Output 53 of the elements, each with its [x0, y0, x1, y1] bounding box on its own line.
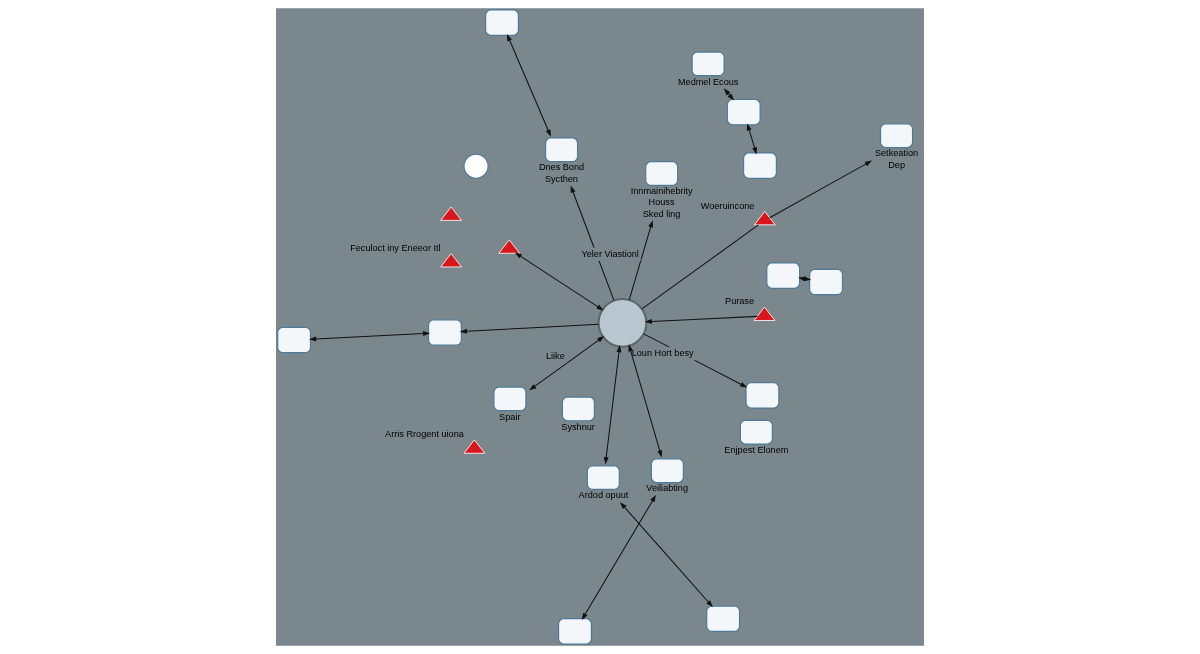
node-label: Medmel Ecous	[677, 76, 739, 87]
node-label: Woeruincone	[700, 200, 755, 211]
node-label: Setkeation	[874, 148, 919, 159]
node-box	[745, 382, 780, 409]
node-box	[766, 262, 801, 289]
arrow	[459, 323, 600, 334]
arrow	[514, 252, 604, 311]
edge-label: Liike	[545, 350, 565, 361]
arrow	[529, 336, 605, 391]
node-label: Veiliabting	[646, 483, 689, 494]
arrow	[581, 494, 656, 621]
node-box	[427, 319, 462, 346]
node-label: Purase	[725, 296, 755, 307]
arrow	[746, 123, 757, 155]
node-triangle	[440, 206, 462, 221]
node-label: Arris Rrogent uiona	[385, 429, 464, 440]
node-label: Syshnur	[561, 421, 595, 432]
node-box	[706, 605, 741, 632]
arrow	[769, 160, 873, 219]
node-label: Sycthen	[544, 173, 578, 184]
node-box	[277, 326, 312, 354]
arrow	[570, 185, 615, 301]
arrow	[309, 331, 431, 342]
node-label: Dnes Bond	[538, 162, 585, 173]
arrow	[644, 315, 758, 324]
node-label: Innmainihebrity	[630, 186, 693, 197]
node-label: Spair	[499, 411, 521, 422]
node-person	[463, 153, 489, 179]
node-triangle	[463, 439, 486, 454]
node-triangle	[498, 239, 521, 254]
node-label: Enjpest Elonem	[724, 444, 789, 455]
node-triangle	[753, 211, 776, 226]
arrow	[506, 33, 551, 137]
arrow	[620, 502, 713, 608]
node-label: Dep	[888, 159, 906, 170]
edge-label: Yeler Viastionl	[581, 248, 639, 259]
connector	[641, 224, 759, 310]
node-label: Houss	[648, 197, 675, 208]
node-box	[726, 98, 761, 126]
arrow	[628, 344, 663, 458]
node-box	[557, 618, 593, 645]
node-box	[809, 268, 844, 296]
edge-label: Loun Hort besy	[631, 348, 694, 359]
node-triangle	[753, 306, 776, 321]
node-label: Sked ling	[642, 208, 681, 219]
node-label: Feculoct iny Eneeor Itl	[350, 242, 441, 253]
node-box	[742, 152, 778, 179]
node-box	[484, 9, 520, 36]
arrow	[628, 220, 654, 301]
arrow	[723, 88, 735, 101]
node-label: Ardod opuut	[578, 490, 629, 501]
arrow	[603, 345, 622, 465]
node-triangle	[440, 253, 462, 268]
